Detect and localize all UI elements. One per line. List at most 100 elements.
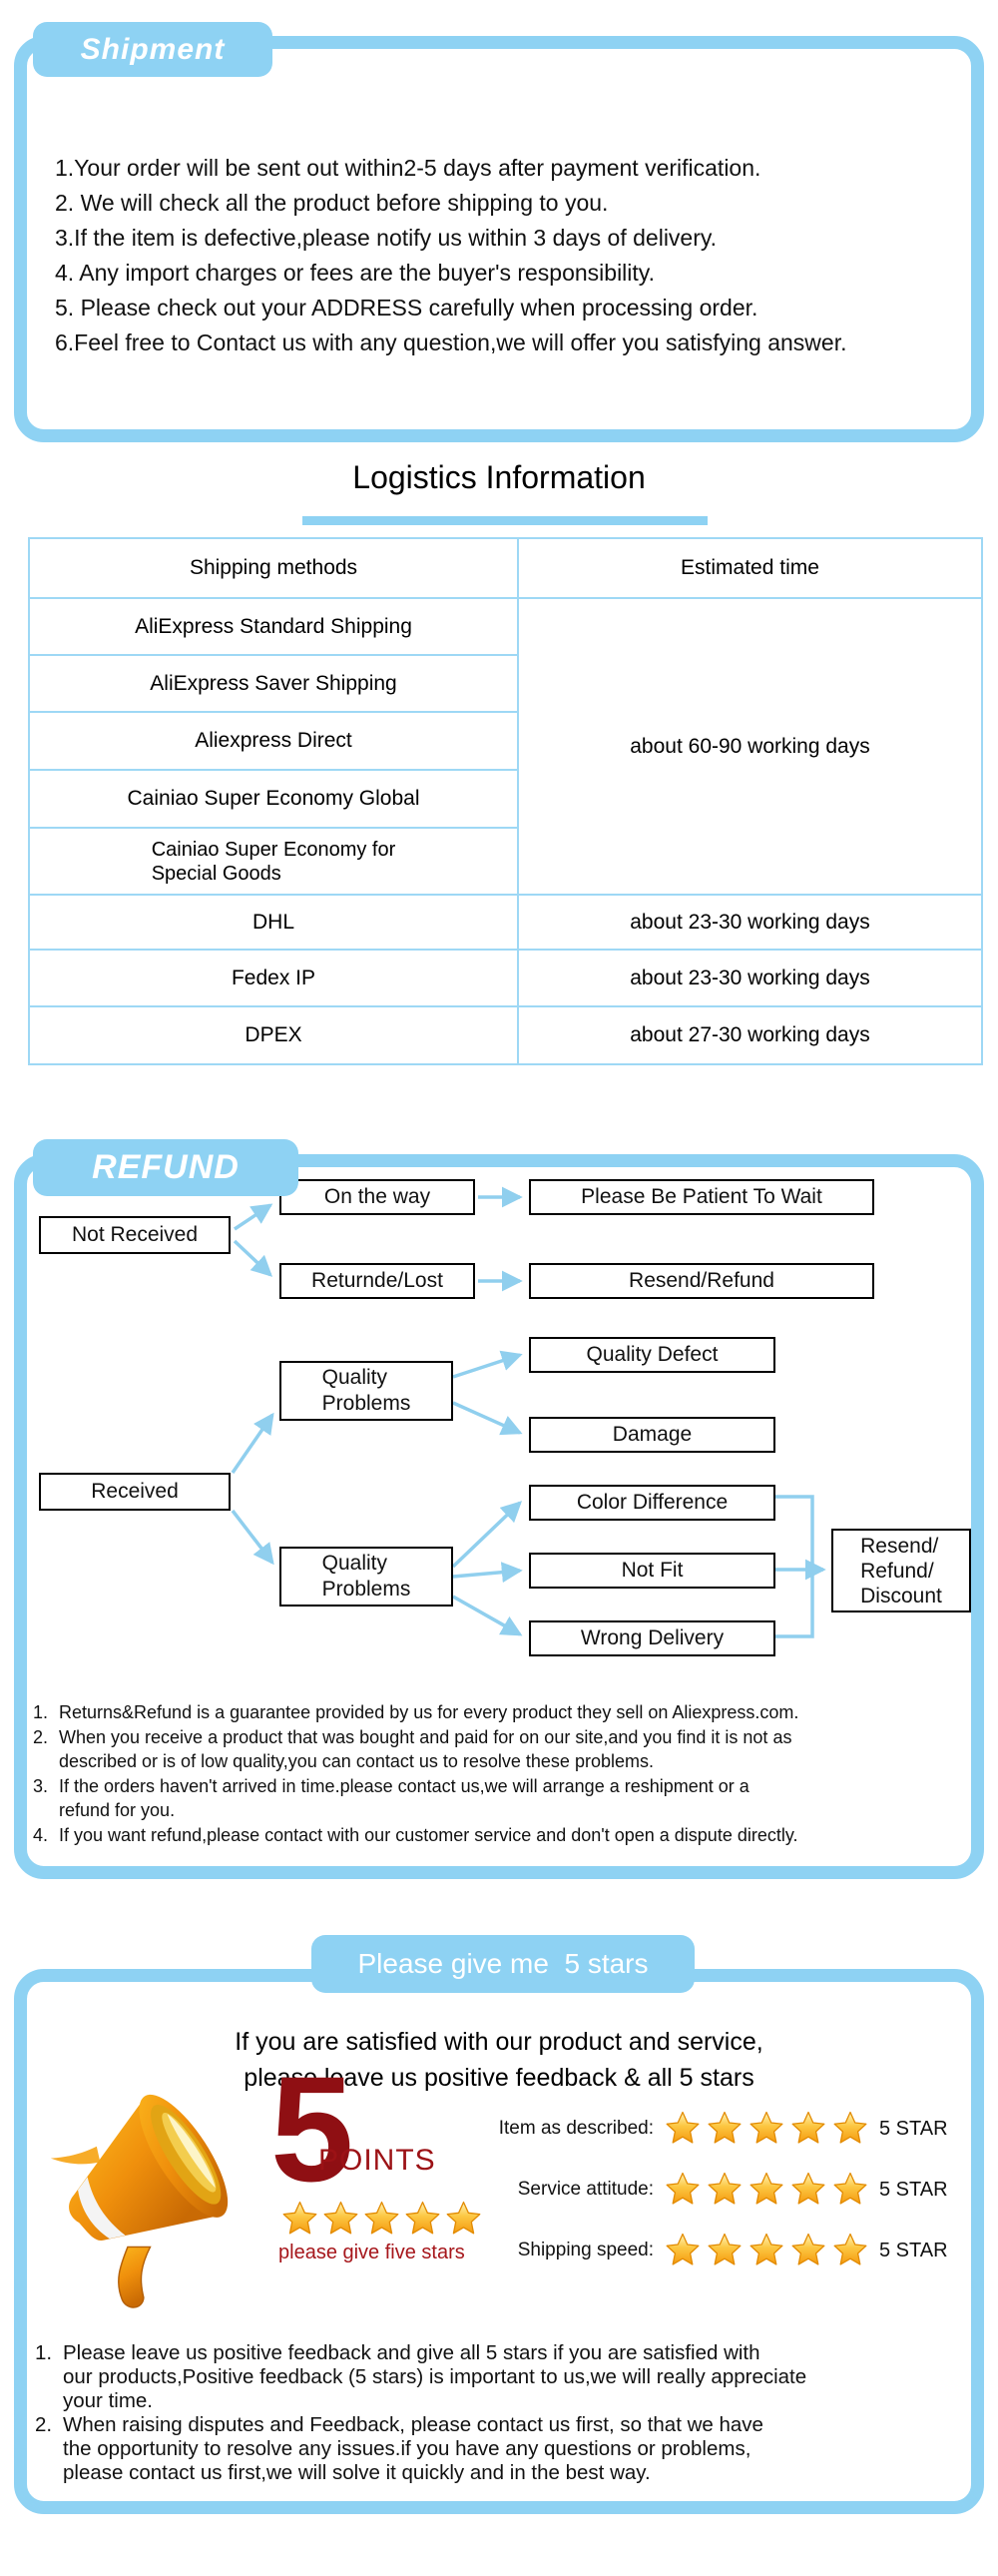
- star-icon: [748, 2110, 785, 2148]
- refund-title: REFUND: [92, 1148, 240, 1186]
- shipment-item: 4. Any import charges or fees are the bu…: [55, 260, 655, 286]
- star-icon: [321, 2200, 360, 2239]
- refund-section: REFUND: [14, 1139, 984, 1879]
- method-cell: AliExpress Saver Shipping: [28, 654, 519, 713]
- star-icon: [789, 2110, 827, 2148]
- method-cell: Fedex IP: [28, 949, 519, 1007]
- logistics-title: Logistics Information: [352, 459, 646, 495]
- flow-node-quality-problems-upper: Quality Problems: [279, 1361, 453, 1421]
- note-line: When you receive a product that was boug…: [59, 1726, 792, 1747]
- flow-node-resend-refund-discount: Resend/ Refund/ Discount: [831, 1529, 971, 1612]
- feedback-title-tab: Please give me 5 stars: [311, 1935, 695, 1993]
- headline-line: If you are satisfied with our product an…: [235, 2028, 763, 2056]
- flow-node-wrong-delivery: Wrong Delivery: [529, 1620, 775, 1656]
- note-line: Please leave us positive feedback and gi…: [63, 2341, 760, 2364]
- star-icon: [403, 2200, 442, 2239]
- headline-line: please leave us positive feedback & all …: [244, 2064, 754, 2092]
- note-line: If the orders haven't arrived in time.pl…: [59, 1775, 749, 1796]
- rating-suffix: 5 STAR: [879, 2239, 948, 2261]
- method-cell: AliExpress Standard Shipping: [28, 597, 519, 656]
- note-number: 4.: [33, 1824, 49, 1845]
- table-row: Aliexpress Direct: [28, 711, 982, 771]
- method-line: Special Goods: [151, 862, 281, 885]
- feedback-headline: If you are satisfied with our product an…: [27, 2024, 971, 2096]
- note-number: 2.: [35, 2413, 53, 2436]
- star-icon: [362, 2200, 401, 2239]
- feedback-section: If you are satisfied with our product an…: [14, 1969, 984, 2514]
- shipment-list: 1.Your order will be sent out within2-5 …: [55, 151, 846, 360]
- shipment-item: 2. We will check all the product before …: [55, 190, 609, 216]
- rating-label: Item as described:: [498, 2118, 654, 2139]
- note-line: the opportunity to resolve any issues.if…: [63, 2437, 751, 2460]
- star-icon: [831, 2110, 869, 2148]
- time-cell: about 23-30 working days: [517, 949, 983, 1007]
- refund-notes: 1. Returns&Refund is a guarantee provide…: [33, 1700, 971, 1847]
- table-row: Fedex IP about 23-30 working days: [28, 949, 983, 1007]
- note-line: please contact us first,we will solve it…: [63, 2461, 651, 2484]
- refund-note: 1. Returns&Refund is a guarantee provide…: [33, 1700, 971, 1725]
- method-cell: DHL: [28, 894, 519, 951]
- refund-title-tab: REFUND: [33, 1139, 298, 1196]
- time-cell: about 27-30 working days: [517, 1005, 983, 1065]
- flow-node-label: Problems: [321, 1578, 411, 1601]
- feedback-note: 2. When raising disputes and Feedback, p…: [35, 2413, 983, 2485]
- rating-label: Shipping speed:: [517, 2240, 654, 2260]
- flow-node-damage: Damage: [529, 1417, 775, 1453]
- refund-note: 3. If the orders haven't arrived in time…: [33, 1774, 971, 1823]
- star-icon: [748, 2171, 785, 2209]
- flow-node-color-difference: Color Difference: [529, 1485, 775, 1521]
- star-icon: [664, 2110, 702, 2148]
- rating-row: Shipping speed: 5 STAR: [476, 2229, 991, 2272]
- points-label: POINTS: [318, 2144, 436, 2177]
- logistics-title-underline: [302, 516, 708, 525]
- shipment-title: Shipment: [80, 32, 226, 66]
- flow-node-not-received: Not Received: [39, 1216, 231, 1254]
- flow-node-label: Problems: [321, 1392, 411, 1415]
- method-line: Cainiao Super Economy for: [151, 838, 396, 861]
- flow-node-not-fit: Not Fit: [529, 1553, 775, 1589]
- star-icon: [706, 2171, 744, 2209]
- feedback-graphic-block: 5 POINTS please give five stars: [33, 2054, 502, 2341]
- give-five-caption: please give five stars: [278, 2242, 465, 2263]
- note-line: Returns&Refund is a guarantee provided b…: [59, 1702, 799, 1722]
- refund-flowchart: On the way Please Be Patient To Wait Not…: [39, 1179, 971, 1690]
- table-row: DHL about 23-30 working days: [28, 894, 983, 951]
- flow-node-label: Quality: [321, 1552, 387, 1575]
- method-cell: Aliexpress Direct: [28, 711, 519, 771]
- note-line: When raising disputes and Feedback, plea…: [63, 2413, 763, 2436]
- flow-node-label: Resend/: [860, 1534, 939, 1558]
- table-row: AliExpress Saver Shipping: [28, 654, 982, 713]
- star-icon: [789, 2171, 827, 2209]
- flow-node-quality-problems-lower: Quality Problems: [279, 1547, 453, 1607]
- rating-suffix: 5 STAR: [879, 2178, 948, 2201]
- star-icon: [664, 2171, 702, 2209]
- star-icon: [664, 2232, 702, 2269]
- table-header-row: Shipping methods Estimated time: [28, 537, 983, 599]
- rating-stars: [664, 2110, 873, 2148]
- flow-node-please-wait: Please Be Patient To Wait: [529, 1179, 874, 1215]
- star-icon: [706, 2110, 744, 2148]
- shipment-item: 6.Feel free to Contact us with any quest…: [55, 329, 847, 355]
- table-row: Cainiao Super Economy for Special Goods: [28, 827, 982, 896]
- refund-note: 2. When you receive a product that was b…: [33, 1725, 971, 1774]
- big-five-number: 5: [270, 2045, 354, 2213]
- star-icon: [831, 2171, 869, 2209]
- five-stars-row: [280, 2200, 485, 2244]
- rating-stars: [664, 2171, 873, 2209]
- rating-row: Service attitude: 5 STAR: [476, 2168, 991, 2212]
- grouped-time-cell: about 60-90 working days: [517, 597, 983, 896]
- logistics-table: Shipping methods Estimated time AliExpre…: [28, 537, 983, 1065]
- flow-node-on-the-way: On the way: [279, 1179, 475, 1215]
- method-cell: Cainiao Super Economy Global: [28, 769, 519, 829]
- star-icon: [831, 2232, 869, 2269]
- note-number: 3.: [33, 1775, 49, 1796]
- rating-stars: [664, 2232, 873, 2269]
- feedback-notes: 1. Please leave us positive feedback and…: [35, 2341, 983, 2485]
- flow-arrows: [231, 1186, 826, 1638]
- feedback-tab-label: Please give me 5 stars: [357, 1948, 649, 1979]
- shipment-title-tab: Shipment: [33, 22, 272, 77]
- flow-node-label: Discount: [860, 1584, 942, 1608]
- note-number: 1.: [35, 2341, 53, 2364]
- rating-row: Item as described: 5 STAR: [476, 2107, 991, 2151]
- shipment-item: 1.Your order will be sent out within2-5 …: [55, 155, 761, 181]
